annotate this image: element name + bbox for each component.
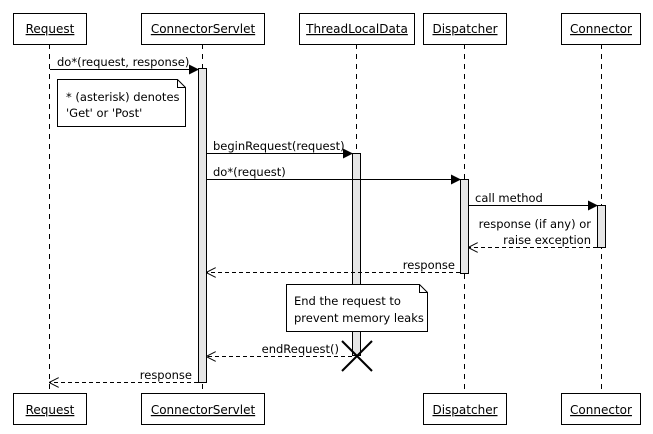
participant-box-request-bottom[interactable] bbox=[13, 393, 87, 425]
note-asterisk-line1: * (asterisk) denotes bbox=[66, 90, 180, 104]
participant-box-dispatcher[interactable] bbox=[423, 13, 507, 45]
note-end-request: End the request to prevent memory leaks bbox=[286, 284, 428, 332]
participant-label-connector-servlet: ConnectorServlet bbox=[151, 22, 256, 36]
activation-connector-servlet bbox=[198, 68, 207, 383]
participant-label-connector-servlet-bottom: ConnectorServlet bbox=[151, 403, 256, 417]
message-label-response-to-servlet: response bbox=[403, 258, 455, 272]
participant-box-connector[interactable] bbox=[561, 13, 641, 45]
messages: do*(request, response) beginRequest(requ… bbox=[50, 55, 598, 383]
message-label-response-if-any-line1: response (if any) or bbox=[479, 217, 592, 231]
note-end-request-shape bbox=[286, 284, 428, 332]
participant-label-request: Request bbox=[26, 22, 75, 36]
message-label-response-if-any-line2: raise exception bbox=[503, 233, 591, 247]
participant-label-thread-local-data: ThreadLocalData bbox=[305, 22, 408, 36]
message-label-end-request: endRequest() bbox=[262, 342, 339, 356]
participant-box-dispatcher-bottom[interactable] bbox=[423, 393, 507, 425]
message-label-response-to-request: response bbox=[140, 368, 192, 382]
note-asterisk-line2: 'Get' or 'Post' bbox=[66, 106, 142, 120]
participant-label-connector: Connector bbox=[570, 22, 632, 36]
note-asterisk-fold bbox=[177, 79, 186, 88]
participant-box-thread-local-data[interactable] bbox=[299, 13, 415, 45]
participant-box-connector-servlet[interactable] bbox=[141, 13, 265, 45]
message-label-do-request-response: do*(request, response) bbox=[57, 55, 189, 69]
note-asterisk: * (asterisk) denotes 'Get' or 'Post' bbox=[57, 79, 186, 127]
destroy-x-icon bbox=[341, 340, 373, 372]
participant-label-request-bottom: Request bbox=[26, 403, 75, 417]
participant-label-dispatcher: Dispatcher bbox=[432, 22, 497, 36]
activation-dispatcher bbox=[460, 179, 469, 274]
note-end-request-fold bbox=[419, 284, 428, 293]
participants-bottom: Request ConnectorServlet Dispatcher Conn… bbox=[13, 393, 641, 425]
note-end-request-line2: prevent memory leaks bbox=[294, 311, 424, 325]
activation-bars bbox=[198, 68, 606, 383]
note-asterisk-shape bbox=[57, 79, 186, 127]
message-label-do-request: do*(request) bbox=[213, 165, 286, 179]
message-label-begin-request: beginRequest(request) bbox=[213, 139, 345, 153]
participant-label-connector-bottom: Connector bbox=[570, 403, 632, 417]
participant-box-request[interactable] bbox=[13, 13, 87, 45]
participants-top: Request ConnectorServlet ThreadLocalData… bbox=[13, 13, 641, 45]
activation-connector bbox=[597, 205, 606, 248]
participant-label-dispatcher-bottom: Dispatcher bbox=[432, 403, 497, 417]
note-end-request-line1: End the request to bbox=[294, 294, 401, 308]
participant-box-connector-servlet-bottom[interactable] bbox=[141, 393, 265, 425]
participant-box-connector-bottom[interactable] bbox=[561, 393, 641, 425]
message-label-call-method: call method bbox=[475, 191, 543, 205]
